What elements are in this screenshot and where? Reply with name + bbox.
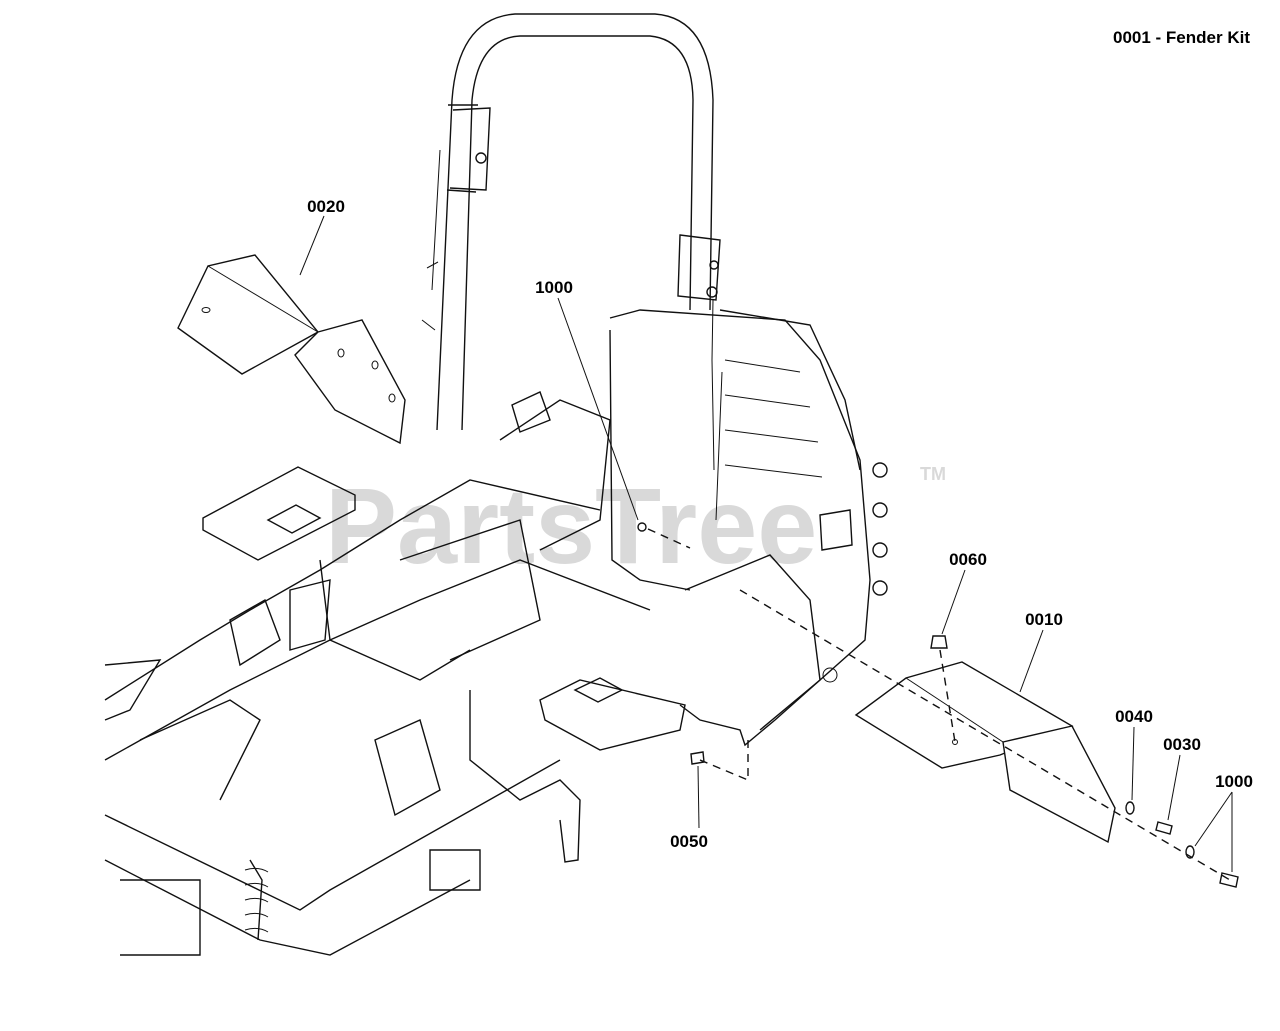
part-0060-nut — [930, 635, 948, 649]
callout-0020: 0020 — [307, 197, 345, 216]
leader-1000-upper — [557, 297, 639, 521]
assembly-lines — [647, 528, 1231, 881]
leader-0030 — [1167, 754, 1181, 821]
leader-0060 — [941, 569, 966, 635]
part-0030-bolt — [1155, 821, 1173, 835]
callout-1000-lower: 1000 — [1215, 772, 1253, 791]
leader-0040 — [1131, 726, 1135, 801]
callout-labels: 0020 1000 0060 0010 0040 0030 1000 0050 — [307, 197, 1253, 851]
watermark-text: PartsTree — [325, 465, 817, 586]
leader-lines — [299, 215, 1233, 872]
callout-0030: 0030 — [1163, 735, 1201, 754]
rops-roll-bar — [421, 13, 723, 521]
part-1000-fastener — [637, 522, 647, 532]
part-0020-left-fender — [177, 254, 406, 445]
callout-0060: 0060 — [949, 550, 987, 569]
leader-0050 — [697, 765, 700, 829]
part-0050-nut — [690, 751, 705, 765]
leader-0010 — [1019, 629, 1044, 693]
watermark: PartsTree TM — [325, 464, 946, 586]
watermark-tm: TM — [920, 464, 946, 484]
callout-1000-upper: 1000 — [535, 278, 573, 297]
chassis-frame — [104, 391, 686, 956]
leader-1000-lower — [1194, 791, 1233, 872]
callout-0010: 0010 — [1025, 610, 1063, 629]
rear-tank-body — [609, 309, 888, 747]
part-0040-washer — [1125, 801, 1135, 815]
callout-0040: 0040 — [1115, 707, 1153, 726]
diagram-title: 0001 - Fender Kit — [1113, 28, 1250, 47]
part-0010-right-fender — [854, 661, 1116, 844]
leader-0020 — [299, 215, 325, 276]
callout-0050: 0050 — [670, 832, 708, 851]
